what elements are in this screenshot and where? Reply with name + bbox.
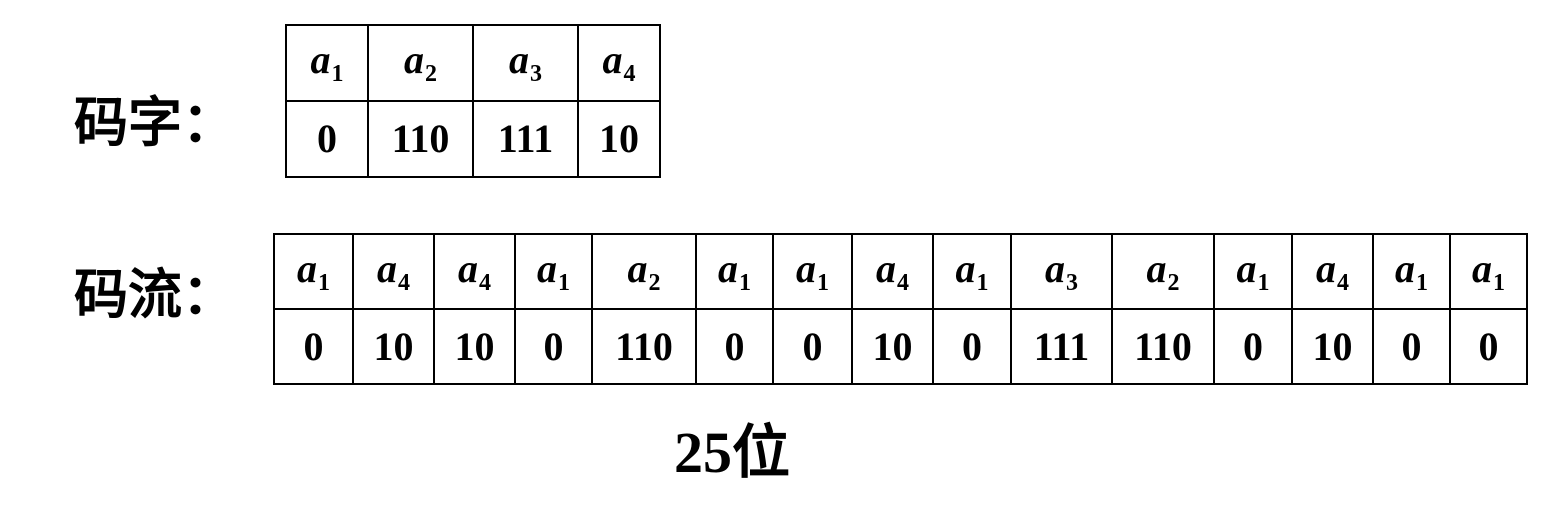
- stream-symbol-index: 1: [739, 269, 751, 296]
- stream-symbol: a: [1045, 245, 1065, 291]
- codeword-symbol-index: 2: [425, 61, 437, 87]
- stream-symbol-cell: a2: [1111, 233, 1215, 310]
- stream-symbol-cell: a1: [695, 233, 774, 310]
- stream-code-cell: 10: [851, 308, 934, 385]
- stream-symbol-cell: a4: [352, 233, 435, 310]
- codeword-symbol: a: [310, 37, 331, 82]
- codeword-symbol-cell: a4: [577, 24, 661, 102]
- stream-symbol-cell: a1: [1449, 233, 1528, 310]
- stream-symbol-cell: a4: [851, 233, 934, 310]
- stream-symbol: a: [1316, 245, 1336, 291]
- stream-symbol-index: 3: [1066, 269, 1078, 296]
- stream-symbol: a: [458, 245, 478, 291]
- codeword-symbol-index: 3: [530, 61, 542, 87]
- stream-symbol-cell: a1: [932, 233, 1012, 310]
- stream-code-cell: 0: [772, 308, 853, 385]
- stream-symbol-index: 4: [1337, 269, 1349, 296]
- codeword-symbol-index: 1: [331, 61, 344, 87]
- codeword-label: 码字：: [74, 91, 236, 154]
- stream-code-cell: 10: [352, 308, 435, 385]
- stream-symbol-cell: a1: [772, 233, 853, 310]
- stream-symbol-index: 4: [398, 269, 410, 296]
- stream-symbol-index: 1: [1257, 269, 1270, 296]
- stream-code-cell: 0: [932, 308, 1012, 385]
- stream-symbol-index: 4: [897, 269, 909, 296]
- codeword-symbol-cell: a1: [285, 24, 369, 102]
- codeword-code-cell: 111: [472, 100, 579, 178]
- codeword-code-cell: 0: [285, 100, 369, 178]
- stream-symbol-cell: a4: [433, 233, 516, 310]
- stream-symbol-index: 1: [1493, 269, 1505, 296]
- stream-symbol-index: 1: [976, 269, 989, 296]
- stream-symbol: a: [627, 245, 648, 291]
- stream-symbol-cell: a3: [1010, 233, 1113, 310]
- stream-code-cell: 110: [1111, 308, 1215, 385]
- stream-symbol: a: [1472, 245, 1492, 291]
- stream-label: 码流：: [74, 263, 236, 326]
- stream-code-cell: 0: [514, 308, 593, 385]
- codeword-symbol-cell: a3: [472, 24, 579, 102]
- stream-symbol: a: [537, 245, 557, 291]
- stream-symbol-index: 1: [558, 269, 570, 296]
- codeword-symbol-cell: a2: [367, 24, 474, 102]
- stream-symbol: a: [1146, 245, 1167, 291]
- stream-symbol: a: [297, 245, 317, 291]
- stream-symbol-cell: a1: [514, 233, 593, 310]
- stream-symbol: a: [955, 245, 976, 291]
- total-bits-label: 25位: [674, 420, 791, 485]
- stream-code-cell: 10: [433, 308, 516, 385]
- stream-code-cell: 0: [273, 308, 354, 385]
- codeword-symbol-index: 4: [623, 61, 636, 87]
- stream-code-cell: 0: [1372, 308, 1451, 385]
- stream-code-cell: 0: [1213, 308, 1293, 385]
- codeword-code-cell: 110: [367, 100, 474, 178]
- stream-symbol-index: 1: [1416, 269, 1428, 296]
- stream-code-cell: 0: [1449, 308, 1528, 385]
- stream-symbol-index: 1: [318, 269, 330, 296]
- stream-code-cell: 111: [1010, 308, 1113, 385]
- stream-symbol: a: [1395, 245, 1415, 291]
- stream-symbol: a: [876, 245, 896, 291]
- stream-symbol-index: 2: [648, 269, 661, 296]
- stream-symbol: a: [796, 245, 816, 291]
- stream-symbol-cell: a1: [1372, 233, 1451, 310]
- stream-symbol-cell: a2: [591, 233, 697, 310]
- stream-symbol-cell: a1: [1213, 233, 1293, 310]
- stream-symbol-cell: a4: [1291, 233, 1374, 310]
- codeword-symbol: a: [404, 37, 424, 82]
- stream-symbol: a: [718, 245, 738, 291]
- stream-symbol: a: [1236, 245, 1257, 291]
- codeword-symbol: a: [509, 37, 529, 82]
- stream-symbol: a: [377, 245, 397, 291]
- stream-code-cell: 110: [591, 308, 697, 385]
- stream-symbol-cell: a1: [273, 233, 354, 310]
- codeword-code-cell: 10: [577, 100, 661, 178]
- stream-symbol-index: 4: [479, 269, 491, 296]
- stream-symbol-index: 1: [817, 269, 829, 296]
- stream-code-cell: 10: [1291, 308, 1374, 385]
- stream-code-cell: 0: [695, 308, 774, 385]
- stream-symbol-index: 2: [1167, 269, 1180, 296]
- codeword-symbol: a: [602, 37, 623, 82]
